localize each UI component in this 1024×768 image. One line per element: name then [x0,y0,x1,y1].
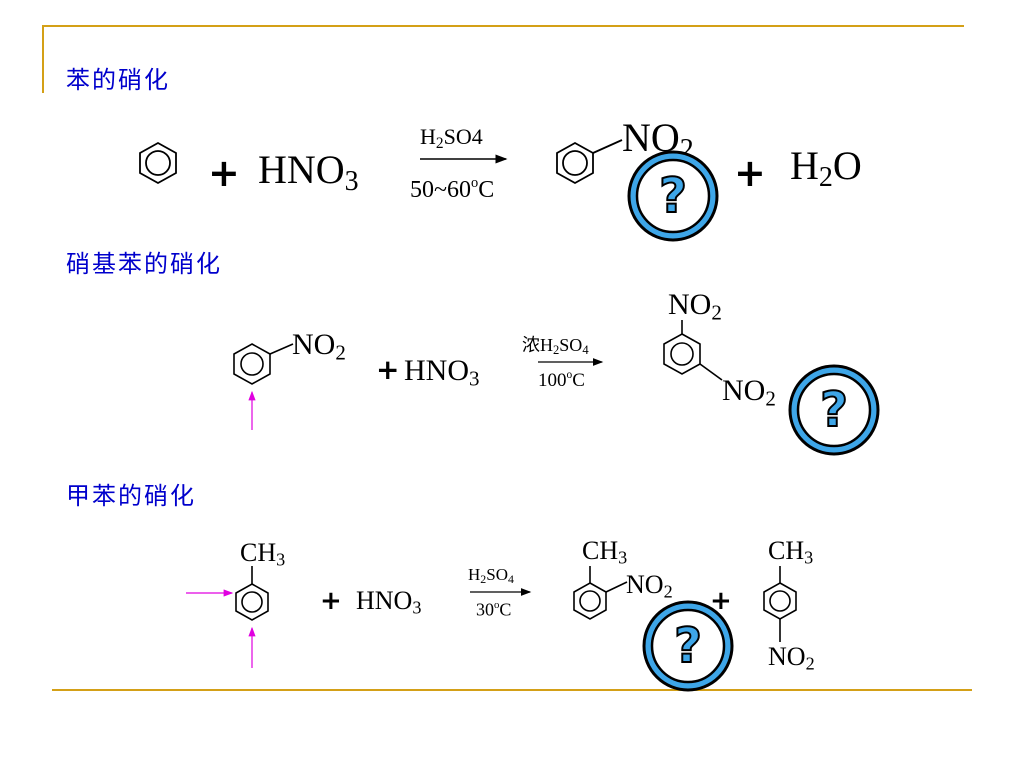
ortho-nitrotoluene-structure [573,566,628,620]
heading-nitrobenzene-nitration: 硝基苯的硝化 [66,250,222,278]
substrate-ch3-label: CH3 [240,538,286,570]
reagent-hno3: HNO3 [356,586,422,618]
nitrobenzene-product-structure [556,139,623,185]
question-badge-toluene-icon[interactable]: ? [640,598,736,694]
frame-left-line [42,25,44,93]
frame-top-line [42,25,964,27]
question-badge-nitrobenzene-icon[interactable]: ? [786,362,882,458]
product-top-no2-label: NO2 [668,288,722,325]
frame-bottom-line [52,689,972,691]
question-mark: ? [820,382,848,438]
plus-sign: + [376,353,400,386]
condition-catalyst: H2SO4 [420,124,483,152]
substrate-no2-label: NO2 [292,328,346,365]
para-nitrotoluene-structure [763,566,797,642]
plus-sign: + [208,151,240,195]
question-mark: ? [674,618,702,674]
para-product-no2-label: NO2 [768,642,815,674]
ortho-product-ch3-label: CH3 [582,536,628,568]
reagent-hno3: HNO3 [404,354,480,391]
plus-sign: + [734,151,766,195]
para-product-ch3-label: CH3 [768,536,814,568]
condition-temperature: 50~60oC [410,175,495,204]
condition-temperature: 30oC [476,599,512,620]
condition-temperature: 100oC [538,369,585,391]
benzene-ring-structure [139,141,177,185]
ortho-product-no2-label: NO2 [626,570,673,602]
condition-catalyst: 浓H2SO4 [522,335,589,358]
product-water: H2O [790,143,862,193]
question-badge-benzene-icon[interactable]: ? [625,148,721,244]
plus-sign: + [710,586,732,616]
heading-benzene-nitration: 苯的硝化 [66,66,170,94]
toluene-substrate-structure [235,566,269,621]
nitrobenzene-substrate-structure [233,343,294,385]
reagent-hno3: HNO3 [258,147,359,197]
condition-catalyst: H2SO4 [468,565,514,586]
product-meta-no2-label: NO2 [722,374,776,411]
heading-toluene-nitration: 甲苯的硝化 [66,482,196,510]
plus-sign: + [320,586,342,616]
question-mark: ? [659,168,687,224]
dinitrobenzene-product-structure [663,320,723,381]
